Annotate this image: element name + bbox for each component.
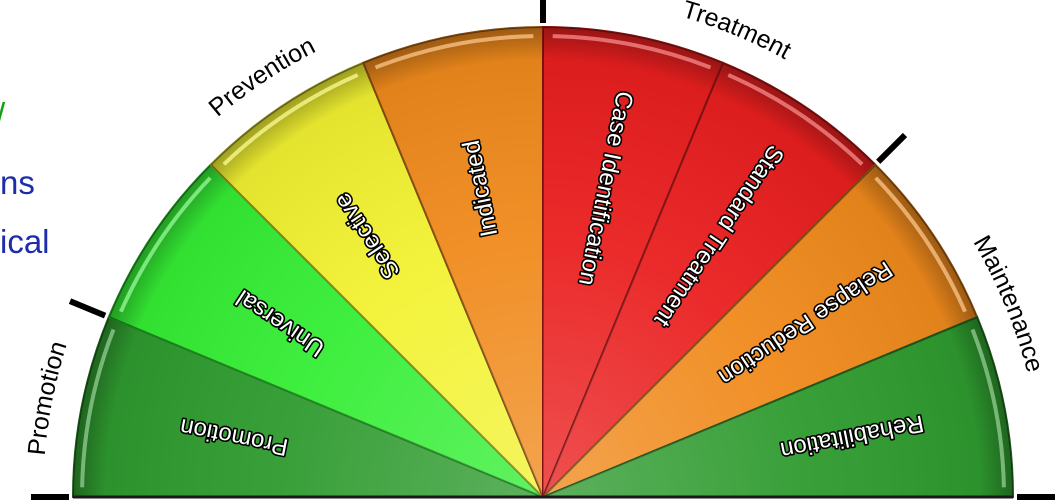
segment-selective bbox=[209, 61, 544, 498]
segment-relapse-reduction bbox=[542, 163, 979, 498]
segment-promotion bbox=[71, 315, 544, 498]
wedges-layer bbox=[71, 25, 1015, 498]
side-text-line-3: ical bbox=[0, 223, 50, 260]
side-text-line-1: / bbox=[0, 95, 5, 135]
phase-divider-tick bbox=[68, 298, 107, 319]
segment-universal bbox=[107, 163, 544, 498]
phase-dividers bbox=[31, 0, 1055, 500]
phase-divider-tick bbox=[876, 132, 908, 164]
phase-label-promotion: Promotion bbox=[23, 338, 73, 457]
segment-standard-treatment bbox=[542, 61, 877, 498]
segment-case-identification bbox=[542, 25, 725, 498]
side-text-line-2: ns bbox=[0, 164, 35, 201]
segment-rehabilitation bbox=[542, 315, 1015, 498]
segment-indicated bbox=[361, 25, 544, 498]
